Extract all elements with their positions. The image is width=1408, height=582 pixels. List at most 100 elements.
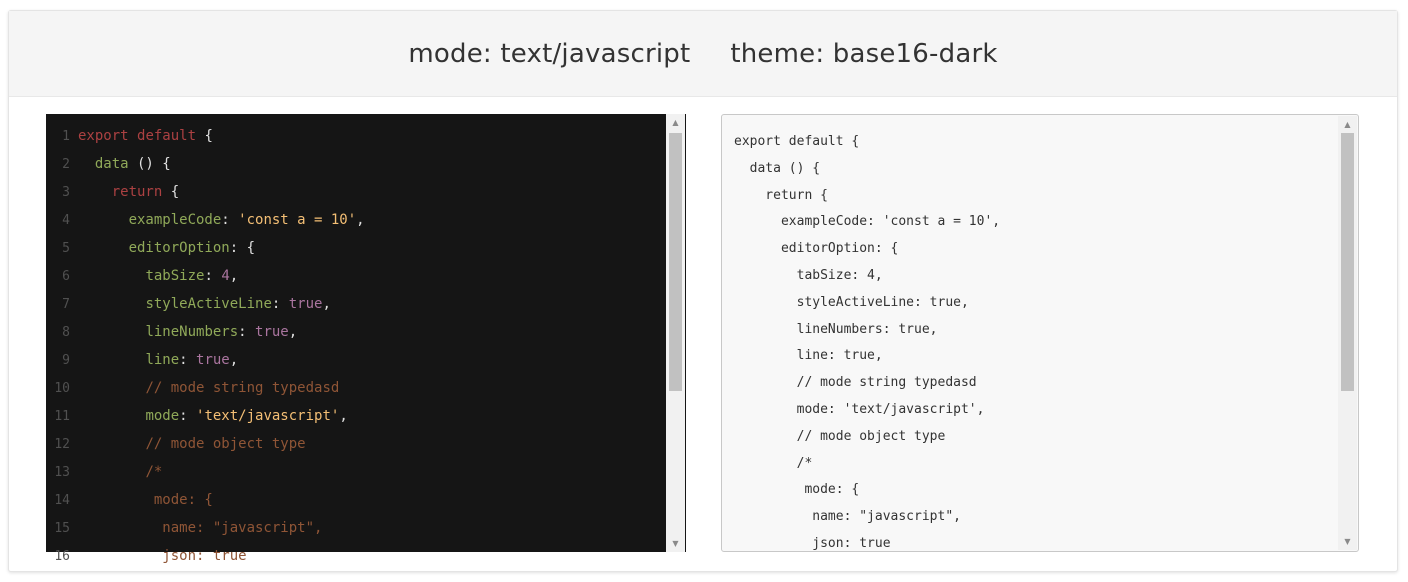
code-token [78,352,145,368]
line-number: 6 [62,269,70,284]
code-token: 'const a = 10' [238,212,357,228]
code-token: default [137,128,197,144]
textarea-line: editorOption: { [734,241,899,257]
code-token: name: "javascript", [78,520,323,536]
code-token: : [179,408,197,424]
code-token: { [196,128,213,144]
textarea-line: tabSize: 4, [734,267,883,283]
code-token: , [229,352,239,368]
code-token: , [356,212,365,228]
code-token: // mode object type [145,436,306,452]
code-token [78,212,129,228]
mode-label: mode: text/javascript [408,38,691,69]
card-header: mode: text/javascript theme: base16-dark [9,11,1397,97]
code-token: : [204,268,222,284]
code-token: { [162,184,180,200]
line-number: 9 [62,353,70,368]
code-token: data [94,156,129,172]
source-textarea[interactable]: export default { data () { return { exam… [721,114,1359,552]
code-token: tabSize [145,268,205,284]
code-token: styleActiveLine [145,296,272,312]
code-token: 4 [221,268,230,284]
code-line: 12 // mode object type [46,430,666,458]
textarea-lines: export default { data () { return { exam… [734,129,1000,558]
code-token [78,436,145,452]
code-token [78,380,145,396]
scroll-up-arrow-icon[interactable]: ▲ [672,118,679,127]
code-token: lineNumbers [145,324,239,340]
code-token [78,240,129,256]
code-line: 5 editorOption: { [46,234,666,262]
code-token [78,268,145,284]
code-token: : [238,324,256,340]
line-number: 4 [62,213,70,228]
code-line: 6 tabSize: 4, [46,262,666,290]
textarea-line: exampleCode: 'const a = 10', [734,214,1001,230]
code-token: : [221,212,239,228]
textarea-line: mode: { [734,482,860,498]
code-token: , [339,408,348,424]
code-token [78,408,145,424]
code-token: line [145,352,180,368]
code-token: /* [145,464,163,480]
code-token: mode [145,408,180,424]
code-line: 7 styleActiveLine: true, [46,290,666,318]
code-token: true [288,296,323,312]
code-token: , [288,324,298,340]
code-token: exampleCode [128,212,222,228]
line-number: 5 [62,241,70,256]
textarea-line: json: true [734,535,891,551]
theme-label: theme: base16-dark [730,38,998,69]
code-token: return [111,184,163,200]
textarea-scrollbar[interactable]: ▲ ▼ [1338,116,1357,550]
code-line: 11 mode: 'text/javascript', [46,402,666,430]
code-line: 15 name: "javascript", [46,514,666,542]
code-token [78,296,145,312]
code-token: json: true [78,548,247,564]
scroll-up-arrow-icon[interactable]: ▲ [1344,120,1351,129]
textarea-line: styleActiveLine: true, [734,294,969,310]
textarea-line: export default { [734,134,860,149]
textarea-line: return { [734,187,828,203]
code-token: , [322,296,331,312]
code-token [78,464,145,480]
line-number: 2 [62,157,70,172]
code-line: 9 line: true, [46,346,666,374]
textarea-line: /* [734,455,813,471]
line-number: 15 [54,521,70,536]
code-token [129,128,137,144]
line-number: 7 [62,297,70,312]
textarea-line: // mode string typedasd [734,375,977,391]
textarea-line: data () { [734,160,821,176]
textarea-line: // mode object type [734,428,946,444]
code-line: 8 lineNumbers: true, [46,318,666,346]
code-line: 13 /* [46,458,666,486]
line-number: 3 [62,185,70,200]
line-number: 14 [54,493,70,508]
code-token: , [229,268,239,284]
scroll-down-arrow-icon[interactable]: ▼ [1344,537,1351,546]
scroll-down-arrow-icon[interactable]: ▼ [672,539,679,548]
code-token: true [196,352,230,368]
code-token [78,156,95,172]
code-token: : [271,296,289,312]
line-number: 12 [54,437,70,452]
line-number: 8 [62,325,70,340]
code-token: () { [128,156,171,172]
textarea-line: mode: 'text/javascript', [734,401,985,417]
scrollbar-thumb[interactable] [669,133,682,391]
code-token: // mode string typedasd [145,380,340,396]
line-number: 11 [54,409,70,424]
textarea-line: line: true, [734,348,883,364]
textarea-line: name: "javascript", [734,509,961,525]
textarea-line: lineNumbers: true, [734,321,938,337]
code-line: 3 return { [46,178,666,206]
scrollbar-thumb[interactable] [1341,133,1354,391]
editor-scrollbar[interactable]: ▲ ▼ [666,114,685,552]
code-token: export [78,128,129,144]
code-token: mode: { [78,492,213,508]
code-token [78,324,145,340]
